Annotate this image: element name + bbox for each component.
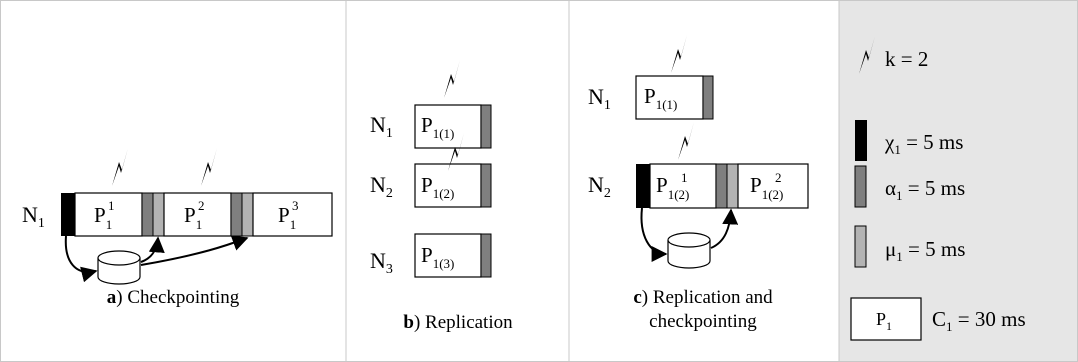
process-block xyxy=(163,192,232,237)
process-label: P1 xyxy=(94,203,112,232)
fault-icon xyxy=(201,148,217,186)
process-sup: 2 xyxy=(198,198,205,213)
checkpoint-legend-swatch xyxy=(855,120,867,161)
error-detection-bar xyxy=(230,192,243,237)
error-detection-legend-label: α1 = 5 ms xyxy=(885,176,965,203)
panel-replication: N1 P1(1) N2 P1(2) N3 P1(3) b) Replicatio… xyxy=(370,60,513,333)
process-legend-swatch xyxy=(850,297,922,341)
error-detection-bar xyxy=(480,104,492,149)
process-label: P1(1) xyxy=(644,84,677,112)
legend: k = 2 χ1 = 5 ms α1 = 5 ms μ1 = 5 ms P1 C… xyxy=(850,36,1026,341)
error-detection-legend-swatch xyxy=(854,165,867,208)
process-label: P1 xyxy=(278,203,296,232)
process-label: P1(2) xyxy=(750,173,783,202)
process-block xyxy=(414,233,482,278)
node-label: N1 xyxy=(22,202,45,231)
checkpoint-bar xyxy=(636,164,650,208)
caption: a) Checkpointing xyxy=(107,287,240,308)
panel-replication-and-checkpointing: N1 P1(1) N2 P1(2) 1 P1(2) 2 c) Replicati… xyxy=(588,35,809,332)
process-legend-label: P1 xyxy=(876,309,892,333)
restore-arrow xyxy=(140,236,165,263)
process-sup: 1 xyxy=(681,170,688,185)
node-label: N2 xyxy=(370,172,393,201)
process-label: P1(1) xyxy=(421,113,454,141)
checkpoint-bar xyxy=(61,193,75,236)
fault-icon xyxy=(444,60,460,98)
recovery-legend-swatch xyxy=(854,225,867,268)
fault-icon xyxy=(112,148,128,186)
process-label: P1(3) xyxy=(421,243,454,271)
save-arrow xyxy=(64,235,98,283)
storage-icon xyxy=(97,250,141,285)
process-block xyxy=(414,163,482,208)
process-sup: 2 xyxy=(775,170,782,185)
fault-icon xyxy=(678,122,694,160)
recovery-bar xyxy=(241,192,254,237)
caption-line2: checkpointing xyxy=(649,311,757,332)
save-arrow xyxy=(640,207,668,262)
process-block xyxy=(252,192,333,237)
node-label: N1 xyxy=(588,84,611,113)
process-label: P1(2) xyxy=(656,173,689,202)
caption: c) Replication and xyxy=(633,287,773,308)
error-detection-bar xyxy=(715,163,728,209)
node-label: N2 xyxy=(588,172,611,201)
panel-checkpointing: N1 P1 1 P1 2 P1 3 a) Checkpointing xyxy=(22,148,333,308)
wcet-legend-label: C1 = 30 ms xyxy=(932,307,1026,334)
process-sup: 3 xyxy=(292,198,299,213)
restore-arrow xyxy=(140,235,249,266)
recovery-bar xyxy=(726,163,739,209)
error-detection-bar xyxy=(480,163,492,208)
recovery-bar xyxy=(152,192,165,237)
node-label: N1 xyxy=(370,112,393,141)
caption: b) Replication xyxy=(403,312,513,333)
fault-icon xyxy=(671,35,687,73)
fault-legend-label: k = 2 xyxy=(885,47,928,71)
process-label: P1 xyxy=(184,203,202,232)
recovery-legend-label: μ1 = 5 ms xyxy=(885,237,965,264)
checkpoint-legend-label: χ1 = 5 ms xyxy=(884,130,963,157)
node-label: N3 xyxy=(370,248,393,277)
process-label: P1(2) xyxy=(421,173,454,201)
restore-arrow xyxy=(710,208,739,249)
error-detection-bar xyxy=(702,75,714,120)
process-block xyxy=(74,192,143,237)
process-block xyxy=(414,104,482,149)
error-detection-bar xyxy=(141,192,154,237)
error-detection-bar xyxy=(480,233,492,278)
process-block xyxy=(737,163,809,209)
storage-icon xyxy=(667,232,711,269)
process-sup: 1 xyxy=(108,198,115,213)
